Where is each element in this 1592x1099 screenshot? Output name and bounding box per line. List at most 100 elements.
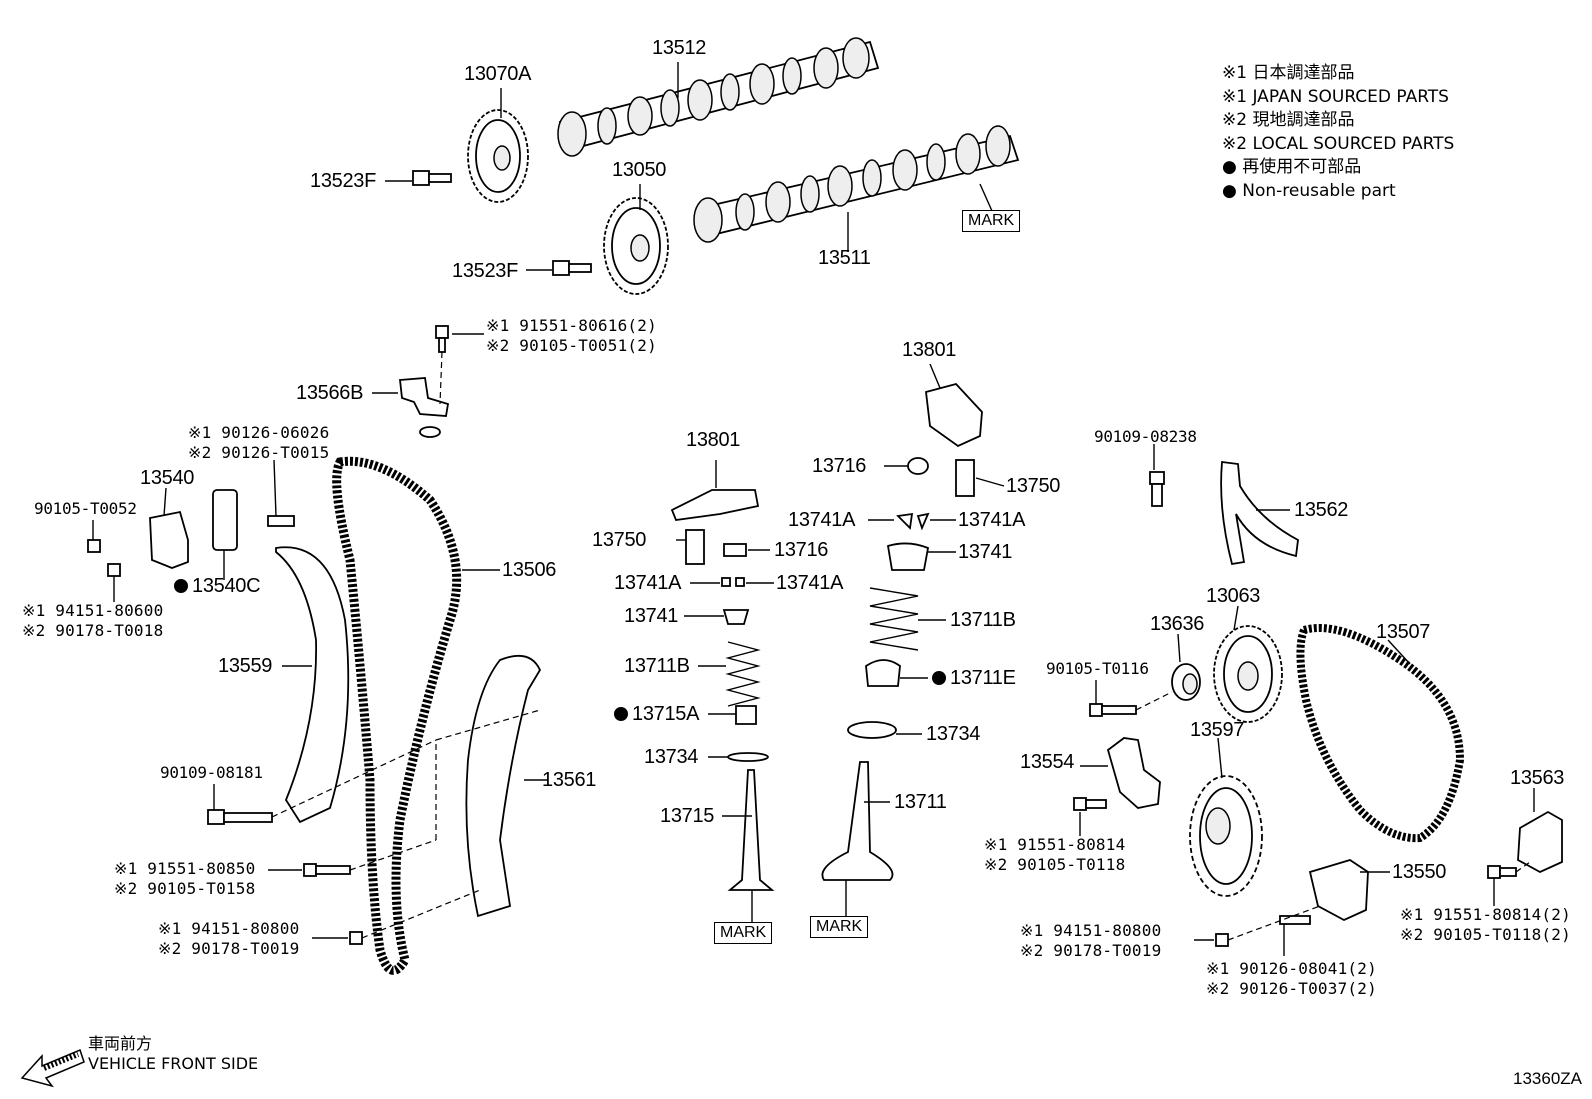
part-label-90126-T0037[interactable]: ※2 90126-T0037(2) bbox=[1206, 979, 1377, 998]
tensioner-13550 bbox=[1215, 859, 1369, 947]
part-number: 13715A bbox=[632, 703, 700, 725]
exhaust-camshaft bbox=[557, 37, 880, 157]
legend-text: 日本調達部品 bbox=[1252, 63, 1355, 83]
balancer-chain-13507 bbox=[1296, 624, 1465, 843]
chain-slipper-13559 bbox=[275, 546, 350, 824]
part-label-90109-08181[interactable]: 90109-08181 bbox=[160, 763, 263, 782]
part-label-13540[interactable]: 13540 bbox=[140, 467, 195, 489]
part-label-91551-80814[interactable]: ※1 91551-80814 bbox=[984, 835, 1126, 854]
part-label-90105-T0051[interactable]: ※2 90105-T0051(2) bbox=[486, 336, 657, 355]
part-label-13523F-lower[interactable]: 13523F bbox=[452, 260, 519, 282]
part-label-13750-intake[interactable]: 13750 bbox=[1006, 475, 1061, 497]
legend-mark: ● bbox=[1222, 157, 1237, 177]
non-reusable-dot-icon bbox=[174, 579, 188, 593]
part-label-90126-08041[interactable]: ※1 90126-08041(2) bbox=[1206, 959, 1377, 978]
part-label-90105-T0118-2[interactable]: ※2 90105-T0118(2) bbox=[1400, 925, 1571, 944]
part-label-13715A[interactable]: 13715A bbox=[614, 704, 699, 724]
legend-text: LOCAL SOURCED PARTS bbox=[1252, 133, 1455, 154]
part-label-91551-80616[interactable]: ※1 91551-80616(2) bbox=[486, 316, 657, 335]
part-label-13741-exhaust[interactable]: 13741 bbox=[624, 605, 679, 627]
part-label-13716-exhaust[interactable]: 13716 bbox=[774, 539, 829, 561]
timing-chain-13506 bbox=[332, 456, 462, 975]
part-label-90105-T0158[interactable]: ※2 90105-T0158 bbox=[114, 879, 256, 898]
chain-guide-13561 bbox=[465, 654, 542, 918]
bolt-90109-08238 bbox=[1149, 471, 1165, 507]
part-label-13511[interactable]: 13511 bbox=[818, 247, 871, 269]
mark-box-exhaust-valve: MARK bbox=[714, 922, 773, 944]
legend-text: 現地調達部品 bbox=[1252, 110, 1355, 130]
bracket-13566B bbox=[399, 325, 450, 438]
part-label-90126-T0015[interactable]: ※2 90126-T0015 bbox=[188, 443, 330, 462]
part-label-13507[interactable]: 13507 bbox=[1376, 621, 1431, 643]
part-label-13563[interactable]: 13563 bbox=[1510, 767, 1565, 789]
part-label-13711B-exhaust[interactable]: 13711B bbox=[624, 655, 690, 677]
part-label-13506[interactable]: 13506 bbox=[502, 559, 557, 581]
part-label-13636[interactable]: 13636 bbox=[1150, 613, 1205, 635]
vehicle-front-jp: 車両前方 bbox=[88, 1034, 153, 1053]
part-label-13561[interactable]: 13561 bbox=[542, 769, 597, 791]
part-label-13711[interactable]: 13711 bbox=[894, 791, 947, 813]
legend-row-local-jp: ※2 現地調達部品 bbox=[1222, 109, 1454, 133]
non-reusable-dot-icon bbox=[932, 671, 946, 685]
non-reusable-dot-icon bbox=[614, 707, 628, 721]
tensioner-13540 bbox=[87, 489, 295, 577]
legend-row-nonreuse-jp: ● 再使用不可部品 bbox=[1222, 156, 1454, 180]
part-label-13566B[interactable]: 13566B bbox=[296, 382, 364, 404]
part-label-13711E[interactable]: 13711E bbox=[932, 668, 1016, 688]
part-label-13559[interactable]: 13559 bbox=[218, 655, 273, 677]
part-label-13715[interactable]: 13715 bbox=[660, 805, 715, 827]
part-label-13741A-exhaust-left[interactable]: 13741A bbox=[614, 572, 682, 594]
bracket-13563 bbox=[1487, 810, 1563, 879]
part-label-91551-80850[interactable]: ※1 91551-80850 bbox=[114, 859, 256, 878]
part-label-94151-80800-right[interactable]: ※1 94151-80800 bbox=[1020, 921, 1162, 940]
legend-text: JAPAN SOURCED PARTS bbox=[1252, 86, 1449, 107]
mark-box-camshaft: MARK bbox=[962, 210, 1021, 232]
sprocket-bolt-lower bbox=[552, 260, 592, 276]
legend-mark: ● bbox=[1222, 180, 1237, 201]
leader-lines bbox=[92, 62, 1535, 956]
diagram-id: 13360ZA bbox=[1513, 1069, 1582, 1088]
part-number: 13540C bbox=[192, 575, 261, 597]
part-label-13741-intake[interactable]: 13741 bbox=[958, 541, 1013, 563]
legend-mark: ※2 bbox=[1222, 133, 1248, 154]
valvetrain-intake bbox=[821, 382, 983, 881]
part-label-13734-intake[interactable]: 13734 bbox=[926, 723, 981, 745]
part-label-13734-exhaust[interactable]: 13734 bbox=[644, 746, 699, 768]
part-label-13070A[interactable]: 13070A bbox=[464, 63, 532, 85]
legend-mark: ※2 bbox=[1222, 110, 1248, 130]
part-label-13801-exhaust[interactable]: 13801 bbox=[686, 429, 741, 451]
part-label-13540C[interactable]: 13540C bbox=[174, 575, 261, 597]
part-label-13716-intake[interactable]: 13716 bbox=[812, 455, 867, 477]
part-label-90178-T0018[interactable]: ※2 90178-T0018 bbox=[22, 621, 164, 640]
part-label-13554[interactable]: 13554 bbox=[1020, 751, 1075, 773]
part-label-13550[interactable]: 13550 bbox=[1392, 861, 1447, 883]
part-label-13801-intake[interactable]: 13801 bbox=[902, 339, 957, 361]
part-label-90178-T0019-left[interactable]: ※2 90178-T0019 bbox=[158, 939, 300, 958]
legend: ※1 日本調達部品 ※1 JAPAN SOURCED PARTS ※2 現地調達… bbox=[1222, 62, 1454, 203]
part-label-90109-08238[interactable]: 90109-08238 bbox=[1094, 427, 1197, 446]
part-label-91551-80814-2[interactable]: ※1 91551-80814(2) bbox=[1400, 905, 1571, 924]
part-label-90105-T0118[interactable]: ※2 90105-T0118 bbox=[984, 855, 1126, 874]
part-label-13063[interactable]: 13063 bbox=[1206, 585, 1261, 607]
part-number: 13711E bbox=[950, 667, 1016, 689]
part-label-13523F-upper[interactable]: 13523F bbox=[310, 170, 377, 192]
part-label-90105-T0052[interactable]: 90105-T0052 bbox=[34, 499, 137, 518]
part-label-13741A-exhaust-right[interactable]: 13741A bbox=[776, 572, 844, 594]
part-label-13750-exhaust[interactable]: 13750 bbox=[592, 529, 647, 551]
part-label-13741A-intake-left[interactable]: 13741A bbox=[788, 509, 856, 531]
part-label-94151-80600[interactable]: ※1 94151-80600 bbox=[22, 601, 164, 620]
part-label-90105-T0116[interactable]: 90105-T0116 bbox=[1046, 659, 1149, 678]
part-label-13741A-intake-right[interactable]: 13741A bbox=[958, 509, 1026, 531]
part-label-13562[interactable]: 13562 bbox=[1294, 499, 1349, 521]
part-label-94151-80800-left[interactable]: ※1 94151-80800 bbox=[158, 919, 300, 938]
legend-row-japan-jp: ※1 日本調達部品 bbox=[1222, 62, 1454, 86]
part-label-13050[interactable]: 13050 bbox=[612, 159, 667, 181]
part-label-13512[interactable]: 13512 bbox=[652, 37, 707, 59]
part-label-90178-T0019-right[interactable]: ※2 90178-T0019 bbox=[1020, 941, 1162, 960]
legend-row-nonreuse-en: ● Non-reusable part bbox=[1222, 180, 1454, 204]
part-label-13597[interactable]: 13597 bbox=[1190, 719, 1245, 741]
part-label-13711B-intake[interactable]: 13711B bbox=[950, 609, 1016, 631]
part-label-90126-06026[interactable]: ※1 90126-06026 bbox=[188, 423, 330, 442]
valvetrain-exhaust bbox=[670, 489, 775, 891]
